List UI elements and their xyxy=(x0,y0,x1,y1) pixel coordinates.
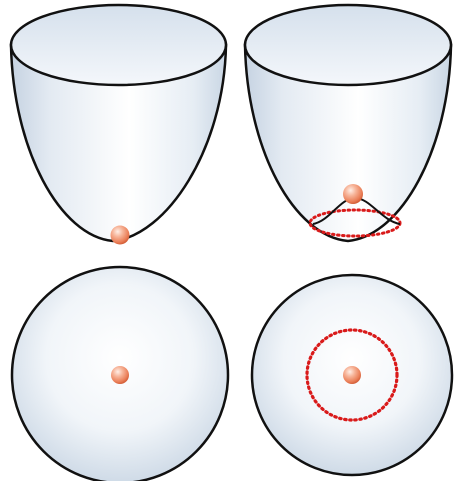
bowl-rim xyxy=(11,5,226,85)
ball xyxy=(111,226,130,245)
panel-top-mexican-hat xyxy=(252,275,452,475)
panel-side-single-well xyxy=(11,5,226,245)
ball xyxy=(343,184,363,204)
panel-side-mexican-hat xyxy=(245,5,451,241)
panel-top-single-well xyxy=(12,267,228,481)
ball xyxy=(343,366,361,384)
bowl-rim xyxy=(245,5,451,85)
ball xyxy=(111,366,129,384)
